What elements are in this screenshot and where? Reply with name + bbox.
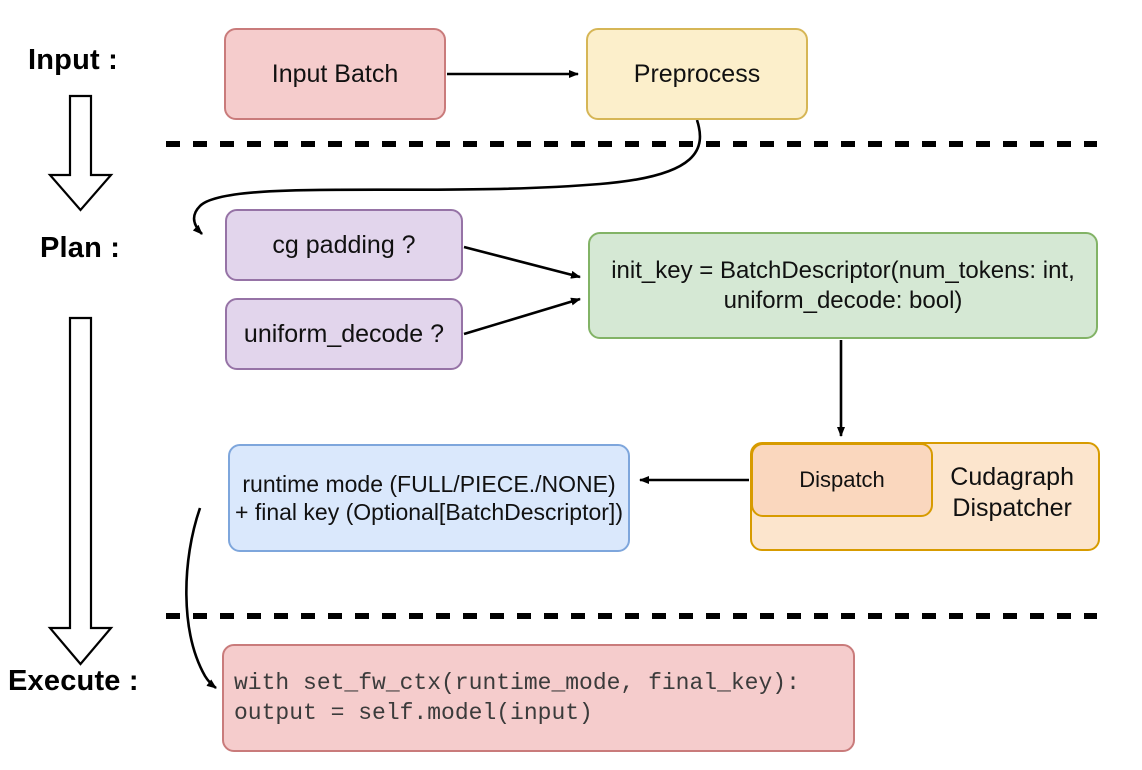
node-runtime-mode[interactable]: runtime mode (FULL/PIECE./NONE) + final …: [228, 444, 630, 552]
node-cg-padding[interactable]: cg padding ?: [225, 209, 463, 281]
node-input-batch[interactable]: Input Batch: [224, 28, 446, 120]
input-to-plan-arrow: [47, 94, 114, 212]
plan-to-execute-arrow: [47, 316, 114, 666]
node-dispatch[interactable]: Dispatch: [751, 443, 933, 517]
stage-label-execute: Execute :: [8, 665, 139, 697]
node-execute-code[interactable]: with set_fw_ctx(runtime_mode, final_key)…: [222, 644, 855, 752]
edge-cg-padding-to-init-key: [463, 245, 581, 279]
edge-runtime-mode-to-execute-code: [185, 507, 217, 690]
stage-label-input: Input :: [28, 44, 118, 76]
edge-uniform-decode-to-init-key: [463, 297, 581, 336]
node-uniform-decode[interactable]: uniform_decode ?: [225, 298, 463, 370]
node-init-key[interactable]: init_key = BatchDescriptor(num_tokens: i…: [588, 232, 1098, 339]
node-preprocess[interactable]: Preprocess: [586, 28, 808, 120]
stage-label-plan: Plan :: [40, 232, 121, 264]
